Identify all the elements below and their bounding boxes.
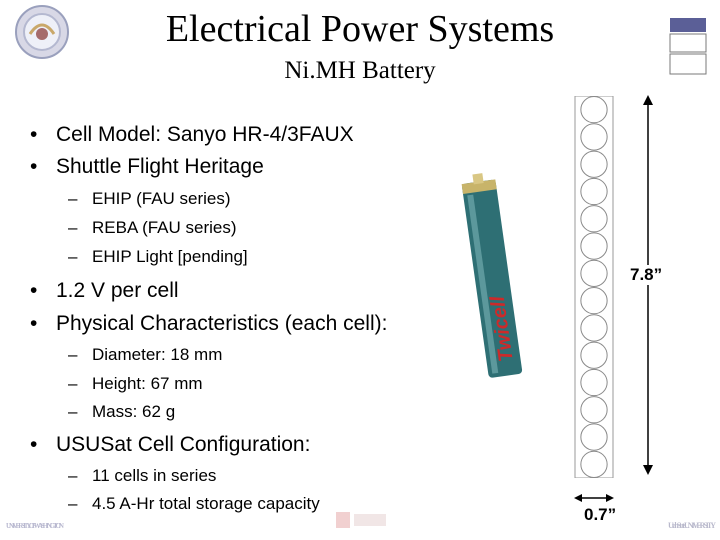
bullet-text: 1.2 V per cell (56, 279, 179, 302)
dash-symbol: – (68, 466, 78, 485)
subbullet-text: REBA (FAU series) (92, 218, 237, 237)
battery-image: Twicell (452, 163, 528, 379)
cell-stack-diagram (574, 96, 614, 478)
cell-circle (580, 368, 608, 397)
bullet-text: Cell Model: Sanyo HR-4/3FAUX (56, 123, 354, 146)
cell-circle (580, 396, 608, 424)
page-title: Electrical Power Systems (165, 8, 555, 50)
bullet-voltage: • 1.2 V per cell (30, 278, 179, 304)
bullet-symbol: • (30, 433, 38, 456)
cell-circle (580, 450, 608, 478)
usu-logo-icon: UtahState UNIVERSITY (668, 521, 716, 530)
nav-boxes-icon (669, 18, 707, 75)
bullet-text: Shuttle Flight Heritage (56, 155, 264, 178)
cell-circle (580, 314, 608, 342)
subbullet-height: –Height: 67 mm (68, 373, 203, 395)
subbullet-capacity: –4.5 A-Hr total storage capacity (68, 493, 320, 515)
dash-symbol: – (68, 374, 78, 393)
height-arrow (643, 95, 653, 475)
subbullet-text: 4.5 A-Hr total storage capacity (92, 494, 320, 513)
cell-circle (580, 96, 608, 124)
subbullet-text: EHIP (FAU series) (92, 189, 231, 208)
bullet-text: USUSat Cell Configuration: (56, 433, 311, 456)
width-arrow (574, 494, 614, 502)
bullet-physical: • Physical Characteristics (each cell): (30, 311, 387, 337)
subbullet-mass: –Mass: 62 g (68, 401, 175, 423)
subbullet-text: EHIP Light [pending] (92, 247, 248, 266)
subbullet-text: Diameter: 18 mm (92, 345, 223, 364)
bullet-cell-model: • Cell Model: Sanyo HR-4/3FAUX (30, 122, 354, 148)
subbullet-text: Height: 67 mm (92, 374, 203, 393)
bullet-heritage: • Shuttle Flight Heritage (30, 154, 264, 180)
usu-logo-text: UtahState UNIVERSITY (668, 521, 716, 530)
dash-symbol: – (68, 218, 78, 237)
page-subtitle: Ni.MH Battery (284, 57, 436, 84)
dash-symbol: – (68, 247, 78, 266)
bullet-symbol: • (30, 123, 38, 146)
dash-symbol: – (68, 402, 78, 421)
subbullet-reba: –REBA (FAU series) (68, 217, 237, 239)
height-label: 7.8” (628, 265, 665, 285)
bullet-symbol: • (30, 279, 38, 302)
bullet-symbol: • (30, 312, 38, 335)
bullet-text: Physical Characteristics (each cell): (56, 312, 388, 335)
subbullet-ehip: –EHIP (FAU series) (68, 188, 231, 210)
seal-icon (15, 5, 69, 59)
width-label: 0.7” (584, 505, 617, 524)
cell-circle (580, 287, 608, 315)
subbullet-series: –11 cells in series (68, 465, 216, 487)
cell-circle (580, 232, 608, 260)
dash-symbol: – (68, 189, 78, 208)
dash-symbol: – (68, 345, 78, 364)
cell-circle (580, 150, 608, 178)
uw-logo-icon: UNIVERSITY OF WASHINGTON (6, 522, 64, 530)
subbullet-text: Mass: 62 g (92, 402, 176, 421)
cell-circle (580, 259, 608, 288)
subbullet-ehip-light: –EHIP Light [pending] (68, 246, 248, 268)
dash-symbol: – (68, 494, 78, 513)
university-logo-icon (336, 512, 386, 528)
subbullet-diameter: –Diameter: 18 mm (68, 344, 222, 366)
uw-logo-text: UNIVERSITY OF WASHINGTON (6, 522, 64, 530)
bullet-symbol: • (30, 155, 38, 178)
cell-circle (580, 341, 608, 369)
cell-circle (580, 205, 608, 233)
cell-circle (580, 423, 608, 451)
cell-circle (580, 177, 608, 206)
bullet-config: • USUSat Cell Configuration: (30, 432, 310, 458)
subbullet-text: 11 cells in series (92, 466, 217, 485)
cell-circle (580, 123, 608, 151)
